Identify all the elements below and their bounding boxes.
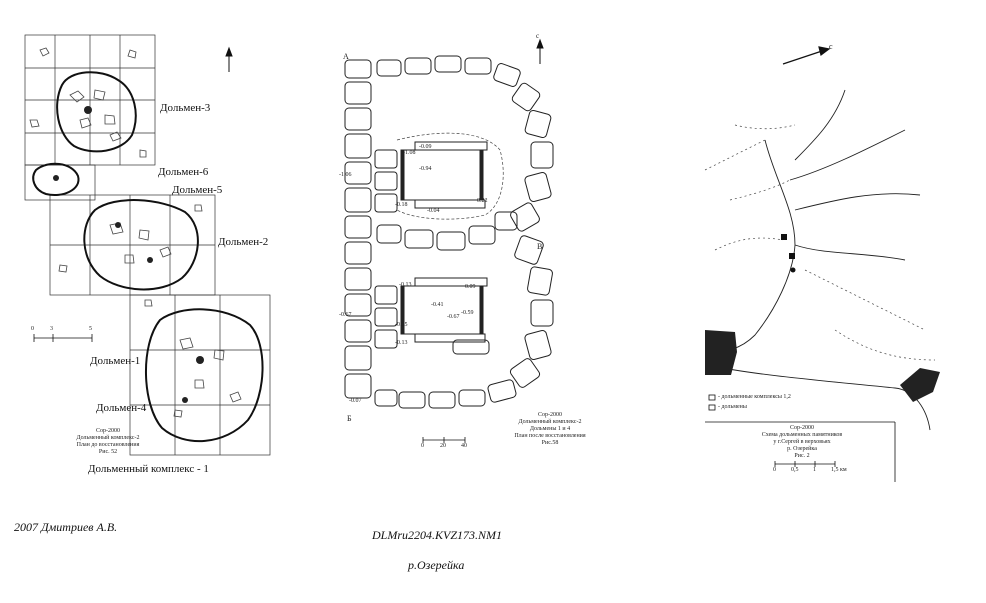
legend-complexes: - дольменные комплексы 1,2 [718,394,791,400]
scale-tick-2: 5 [89,326,92,332]
level-mark: -0.05 [395,322,408,328]
corner-b: Б [347,414,352,423]
level-mark: -0.59 [461,310,474,316]
level-mark: -0.41 [431,302,444,308]
legend-dolmens: - дольмены [718,404,747,410]
label-dolmen-1: Дольмен-1 [90,355,141,367]
level-mark: -0.13 [399,282,412,288]
level-mark: -0.67 [339,312,352,318]
corner-a: А [343,52,349,61]
level-mark: -0.13 [395,340,408,346]
label-dolmen-3: Дольмен-3 [160,102,211,114]
plan-caption: Сор-2000 Дольменный комплекс-2 План до в… [76,428,140,455]
location-map-drawing [704,46,940,482]
scale-tick-0: 0 [421,443,424,449]
map-caption: Сор-2000 Схема дольменных памятников у г… [761,425,843,459]
label-dolmen-4: Дольмен-4 [96,402,147,414]
scale-tick-2: 40 [461,443,467,449]
level-mark: -1.06 [339,172,352,178]
level-mark: -0.09 [463,284,476,290]
level-mark: -0.09 [419,144,432,150]
scale-tick-1: 0,5 [791,467,799,473]
dolmen-complex-plan: Дольмен-3 Дольмен-6 Дольмен-5 Дольмен-2 … [0,0,300,490]
author-credit: 2007 Дмитриев А.В. [14,520,118,534]
label-dolmen-5: Дольмен-5 [172,184,223,196]
north-label: с [536,32,540,40]
scale-tick-3: 1,5 км [831,467,847,473]
scale-tick-1: 3 [50,326,53,332]
label-complex: Дольменный комплекс - 1 [88,463,209,475]
scale-tick-0: 0 [773,467,776,473]
dolmen-location-map: с - дольменные комплексы 1,2 - дольмены … [695,30,965,485]
north-label: с [829,42,833,51]
catalog-code: DLMru2204.KVZ173.NM1 [372,528,503,542]
level-mark: -0.67 [447,314,460,320]
level-mark: -0.94 [419,166,432,172]
scale-tick-2: 1 [813,467,816,473]
level-mark: -0.07 [349,398,362,404]
dolmen-complex-drawing [24,34,271,456]
level-mark: -1.08 [403,150,416,156]
label-dolmen-6: Дольмен-6 [158,166,209,178]
level-mark: -0.04 [427,208,440,214]
dolmens-restored-plan: с А В Б -0.09 -1.08 -1.06 -0.94 -0.18 -0… [335,0,625,490]
level-mark: -0.22 [475,198,488,204]
scale-tick-0: 0 [31,326,34,332]
scale-tick-1: 20 [440,443,446,449]
level-mark: -0.18 [395,202,408,208]
corner-v: В [537,242,543,251]
river-name: р.Озерейка [408,558,465,572]
dolmens-restored-drawing [344,38,554,443]
restored-plan-caption: Сор-2000 Дольменный комплекс-2 Дольмены … [514,412,586,446]
label-dolmen-2: Дольмен-2 [218,236,269,248]
